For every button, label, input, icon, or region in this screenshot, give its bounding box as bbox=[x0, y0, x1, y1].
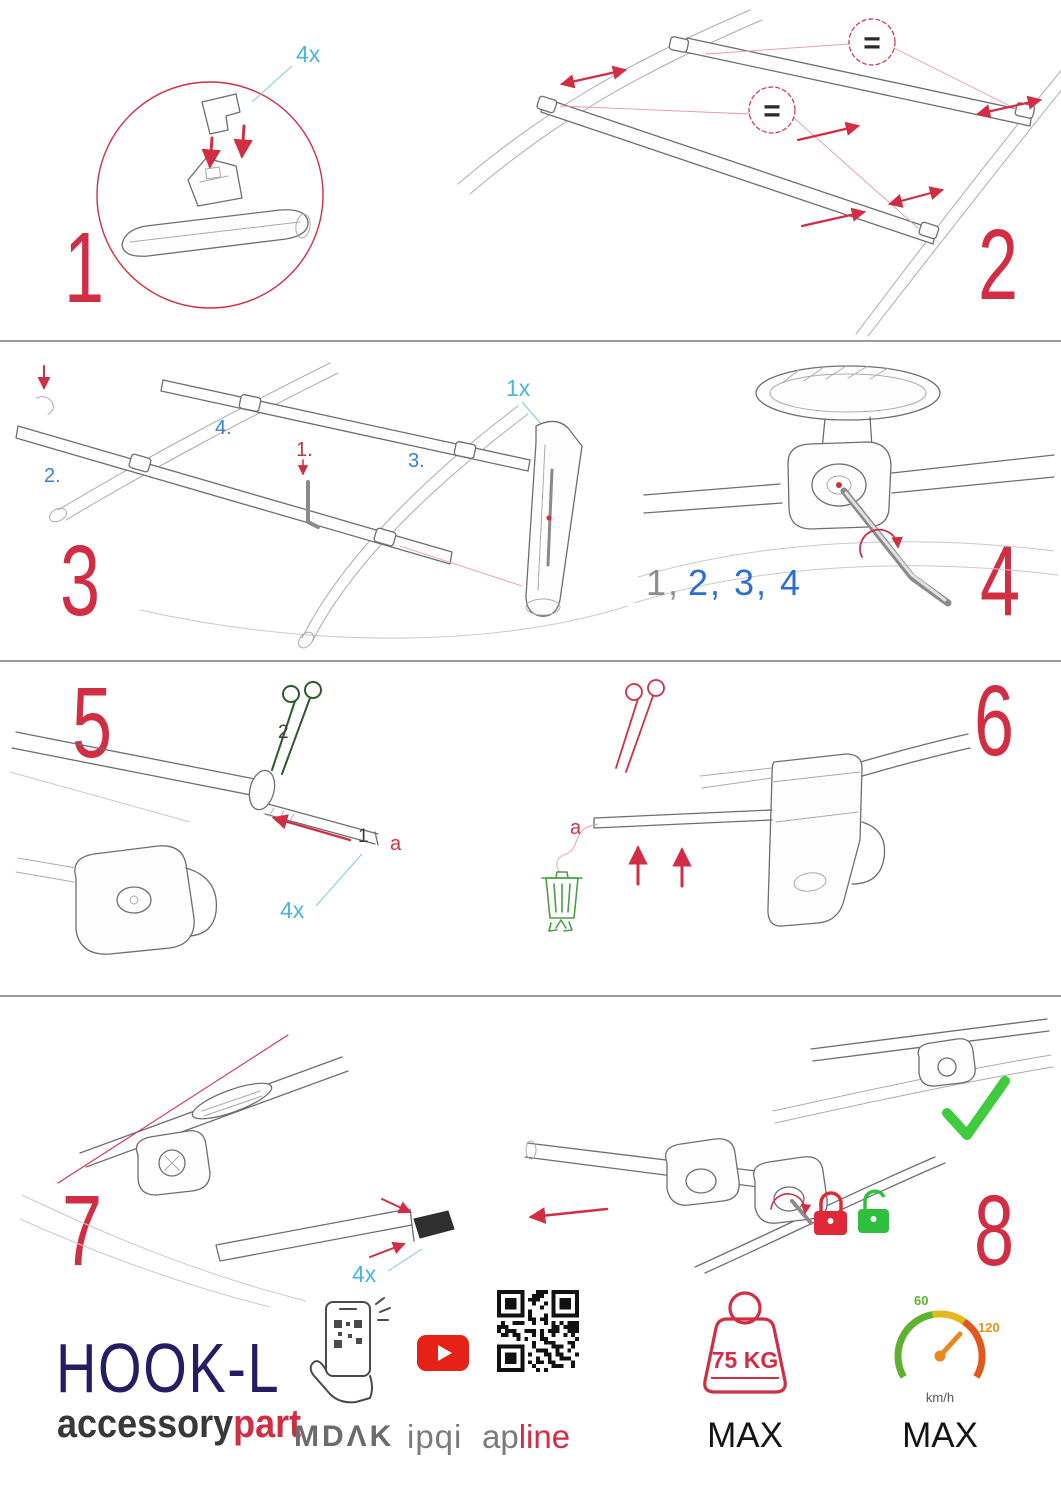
sequence-gray: 1, bbox=[646, 562, 680, 603]
rail-open-end bbox=[248, 769, 276, 811]
max-weight-value: 75 KG bbox=[712, 1347, 778, 1373]
step-6-number: 6 bbox=[974, 665, 1015, 777]
section-divider-3 bbox=[0, 995, 1061, 997]
weight-max-label: MAX bbox=[707, 1416, 783, 1455]
cap-arrow-1 bbox=[381, 1198, 412, 1214]
step-8-number: 8 bbox=[974, 1175, 1015, 1287]
substep-2-label: 2. bbox=[44, 465, 61, 487]
speed-low-label: 60 bbox=[914, 1293, 928, 1308]
equal-spacing-label-1: = bbox=[863, 27, 881, 60]
rotate-arrow bbox=[859, 528, 903, 558]
step-5-number: 5 bbox=[72, 667, 113, 779]
hook-bracket bbox=[767, 753, 863, 927]
brand-red: part bbox=[233, 1402, 302, 1446]
speed-gauge-icon: 60 120 km/h bbox=[894, 1293, 1000, 1405]
play-triangle-icon bbox=[438, 1345, 452, 1361]
step6-trim-diagram: a bbox=[541, 679, 971, 932]
logo-ipqi: ipqi bbox=[407, 1418, 463, 1455]
crossbar bbox=[121, 209, 309, 257]
sequence-blue: 2, 3, 4 bbox=[688, 562, 802, 603]
equal-badge-1 bbox=[848, 18, 896, 66]
measure-arrow-1 bbox=[559, 65, 628, 89]
step1-clamp-detail-diagram: 4x bbox=[96, 41, 324, 309]
logo-apline: apline bbox=[482, 1418, 570, 1456]
step7-endcap-diagram: 4x bbox=[19, 1034, 455, 1308]
clamp-foot bbox=[74, 845, 195, 955]
logo-mdak: MDΛK bbox=[294, 1420, 395, 1453]
product-name: HOOK-L bbox=[56, 1329, 281, 1407]
slide-left-arrow bbox=[528, 1207, 609, 1224]
rubber-strip bbox=[593, 809, 773, 829]
strip-a-label: a bbox=[570, 817, 582, 839]
qty-label-4x: 4x bbox=[352, 1261, 377, 1287]
phone-with-qr-icon bbox=[309, 1297, 391, 1404]
logo-ap: ap bbox=[482, 1418, 519, 1455]
locked-padlock-icon bbox=[814, 1191, 847, 1235]
crossbar-front bbox=[540, 97, 937, 245]
speed-unit-label: km/h bbox=[926, 1390, 954, 1405]
qr-code bbox=[497, 1290, 579, 1372]
scissors-icon bbox=[615, 679, 665, 773]
section-divider-1 bbox=[0, 340, 1061, 342]
step-2-number: 2 bbox=[978, 209, 1019, 321]
magnifier-circle bbox=[96, 81, 324, 309]
step-3-number: 3 bbox=[60, 525, 101, 637]
speed-max-label: MAX bbox=[902, 1416, 978, 1455]
cover-cutaway bbox=[525, 420, 583, 617]
substep-3-label: 3. bbox=[408, 450, 425, 472]
logo-line: line bbox=[518, 1418, 571, 1455]
equal-spacing-label-2: = bbox=[763, 95, 781, 128]
insert-strip-arrow bbox=[271, 814, 352, 842]
step-1-number: 1 bbox=[64, 212, 105, 324]
checkmark-icon bbox=[942, 1076, 1010, 1140]
clamp-foot bbox=[135, 1130, 211, 1196]
bolt-target-dot bbox=[836, 482, 842, 488]
insert-arrow-left bbox=[201, 136, 221, 169]
insert-step-label: 1 bbox=[358, 826, 369, 847]
brand-logo: accessorypart bbox=[57, 1402, 301, 1447]
step3-assembly-diagram: 1. 2. 4. 3. 1x bbox=[15, 362, 629, 649]
qty-label-4x: 4x bbox=[296, 41, 321, 67]
step8-lock-diagram bbox=[524, 1018, 1054, 1274]
strip-a-label: a bbox=[390, 833, 402, 855]
step-4-number: 4 bbox=[980, 525, 1021, 637]
qty-label-4x: 4x bbox=[280, 897, 305, 923]
substep-1-label: 1. bbox=[296, 439, 313, 461]
scissors-icon bbox=[271, 681, 322, 775]
unlocked-padlock-icon bbox=[858, 1189, 889, 1233]
measure-arrow-5 bbox=[800, 207, 867, 228]
measure-arrow-4 bbox=[887, 186, 945, 208]
cut-step-label: 2 bbox=[278, 722, 289, 743]
pointer-line bbox=[57, 1034, 289, 1184]
hook-plate bbox=[201, 93, 241, 135]
recycle-bin-icon bbox=[541, 871, 583, 932]
measure-arrow-2 bbox=[975, 95, 1043, 119]
insert-arrow-right bbox=[233, 124, 253, 159]
measure-arrow-3 bbox=[796, 121, 861, 142]
clamp-a bbox=[664, 1138, 740, 1206]
speed-high-label: 120 bbox=[978, 1320, 1000, 1335]
step4-tighten-diagram: 1, 2, 3, 4 bbox=[633, 365, 1059, 607]
qty-label-1x: 1x bbox=[506, 375, 531, 401]
bar-section bbox=[755, 365, 941, 421]
step-7-number: 7 bbox=[62, 1175, 103, 1287]
kettlebell-max-load-icon: 75 KG bbox=[703, 1291, 787, 1394]
rotate-arrow bbox=[770, 1193, 812, 1215]
brand-gray: accessory bbox=[57, 1402, 234, 1446]
cap-arrow-2 bbox=[369, 1241, 406, 1258]
section-divider-2 bbox=[0, 660, 1061, 662]
end-cap bbox=[413, 1210, 455, 1239]
equal-badge-2 bbox=[748, 86, 796, 134]
clamp-body bbox=[187, 157, 243, 207]
youtube-icon bbox=[417, 1335, 469, 1371]
substep-4-label: 4. bbox=[215, 417, 232, 439]
qr-finder-patterns bbox=[497, 1290, 579, 1372]
step2-spacing-diagram: = = bbox=[457, 9, 1061, 337]
step5-cut-insert-diagram: 2 1 a 4x bbox=[9, 681, 402, 955]
